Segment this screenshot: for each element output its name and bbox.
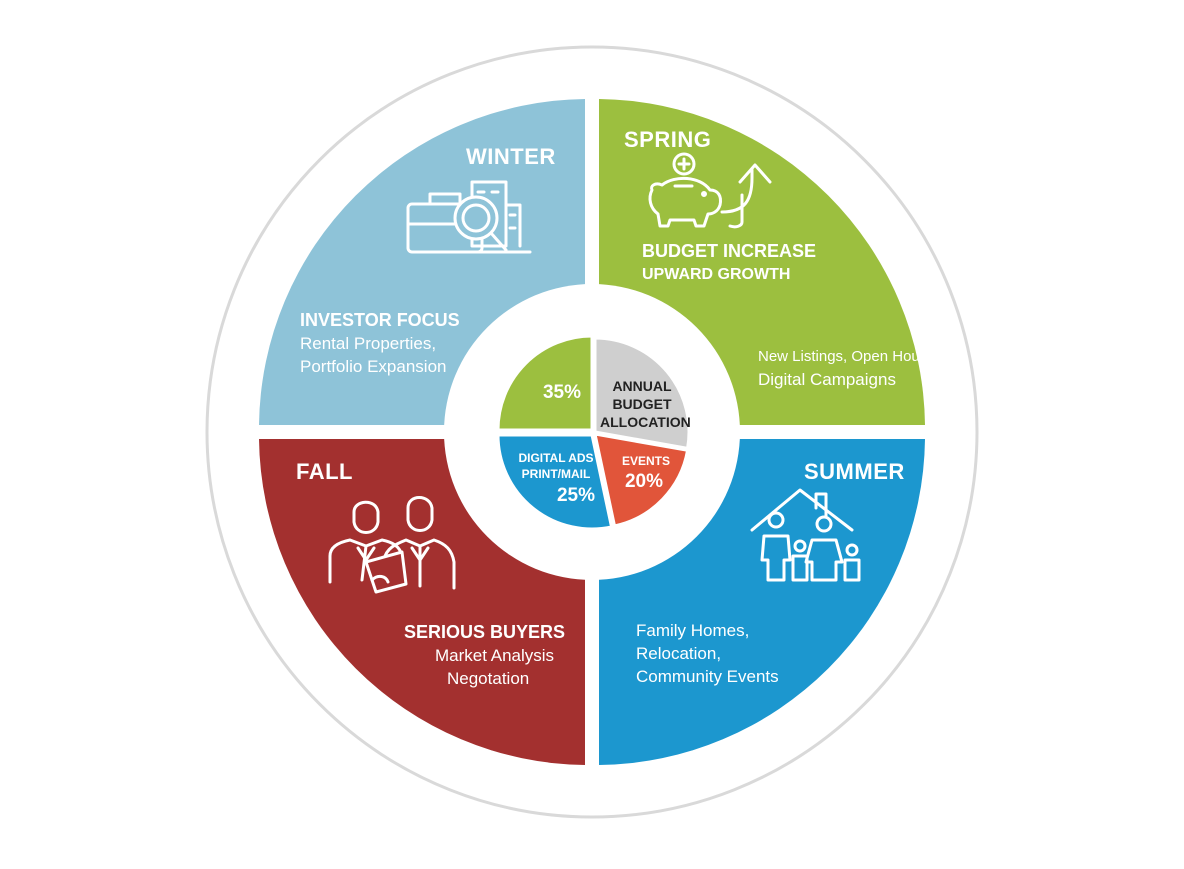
family-house-icon [750, 488, 861, 582]
winter-heading: INVESTOR FOCUS [300, 310, 460, 330]
center-pie-green-slice [496, 334, 594, 432]
winter-detail-line-2: Portfolio Expansion [300, 357, 447, 376]
center-pie-orange-slice [593, 432, 690, 528]
center-orange-label: EVENTS [621, 454, 670, 468]
winter-season-title: WINTER [466, 144, 556, 169]
center-blue-value: 25% [556, 485, 596, 506]
briefcase-magnifier-building-icon [406, 180, 532, 254]
allocation-title-line-1: ANNUAL [612, 378, 672, 394]
winter-detail-line-1: Rental Properties, [300, 334, 437, 353]
fall-detail-line-2: Negotation [447, 669, 530, 688]
center-hub [444, 284, 740, 580]
summer-season-title: SUMMER [804, 459, 905, 484]
center-blue-label-1: DIGITAL ADS [518, 451, 594, 465]
fall-heading: SERIOUS BUYERS [404, 622, 566, 642]
piggy-bank-arrow-up-icon [648, 152, 772, 229]
spring-subheading: UPWARD GROWTH [642, 266, 791, 283]
spring-season-title: SPRING [624, 127, 712, 152]
summer-detail-line-1: Family Homes, [636, 621, 750, 640]
center-green-value: 35% [542, 382, 582, 403]
spring-detail-line-1: New Listings, Open Houses, [758, 348, 948, 365]
center-pie-gray-slice [593, 336, 691, 451]
allocation-title-line-2: BUDGET [612, 396, 672, 412]
business-people-icon [328, 496, 456, 594]
spring-heading: BUDGET INCREASE [642, 241, 817, 261]
center-pie-blue-slice [496, 433, 614, 531]
center-pie [496, 334, 691, 531]
allocation-title-line-3: ALLOCATION [600, 414, 691, 430]
center-orange-value: 20% [624, 471, 664, 492]
fall-detail-line-1: Market Analysis [435, 646, 555, 665]
fall-season-title: FALL [296, 459, 353, 484]
center-blue-label-2: PRINT/MAIL [521, 467, 591, 481]
summer-detail-line-3: Community Events [636, 667, 779, 686]
summer-detail-line-2: Relocation, [636, 644, 722, 663]
spring-detail-line-2: Digital Campaigns [758, 370, 896, 389]
